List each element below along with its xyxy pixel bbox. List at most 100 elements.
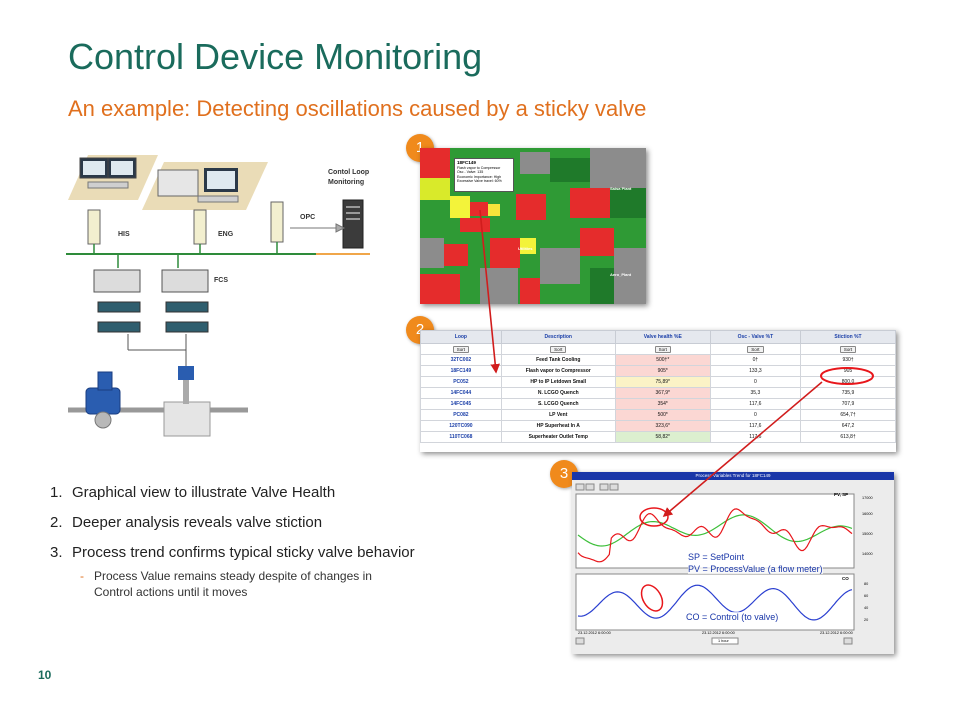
cell-loop[interactable]: 18FC149 (420, 365, 502, 377)
cell-desc: LP Vent (500, 409, 616, 421)
list-item: 2. Deeper analysis reveals valve stiction (50, 514, 520, 544)
cell-health: 75,89* (614, 376, 711, 388)
time-label: 23.12.2012 6:00:00 (820, 631, 853, 635)
co-axis-tick: 40 (864, 606, 869, 610)
pv-series-line (577, 508, 853, 563)
cell-stiction: 905 (800, 365, 896, 377)
pv-axis-tick: 15000 (862, 532, 873, 536)
reset-icon (609, 483, 619, 491)
sub-list-line: Process Value remains steady despite of … (94, 569, 372, 583)
valve-health-heatmap: 18FC149 Flash vapor to Compressor Osc - … (420, 148, 646, 304)
cell-osc: 0 (709, 376, 802, 388)
system-architecture-diagram: HIS ENG OPC FCS Contol Loop Monitoring (58, 140, 388, 440)
co-annotation: CO = Control (to valve) (686, 612, 779, 622)
column-header[interactable]: Valve health %E (614, 330, 711, 344)
list-item-text: Process trend confirms typical sticky va… (72, 544, 415, 561)
sort-button[interactable]: Sort (747, 345, 764, 353)
sort-button[interactable]: Sort (452, 345, 469, 353)
sort-button[interactable]: Sort (654, 345, 671, 353)
sort-button[interactable]: Sort (550, 345, 567, 353)
opc-label: OPC (300, 214, 316, 221)
list-item-number: 2. (50, 514, 63, 531)
cell-health: 500* (614, 409, 711, 421)
trend-header: Process Variables Trend for 18FC149 (572, 472, 894, 480)
list-item-number: 3. (50, 544, 63, 561)
cell-health: 58,82* (614, 431, 711, 443)
cell-stiction: 654,7† (800, 409, 896, 421)
cell-osc: 133,3 (709, 365, 802, 377)
process-trend-window: Process Variables Trend for 18FC149 PV, … (572, 472, 894, 654)
co-series-line (577, 584, 853, 621)
cell-stiction: 707,9 (800, 398, 896, 410)
pv-axis-tick: 17000 (862, 496, 873, 500)
cell-osc: 117,6 (709, 420, 802, 432)
column-header[interactable]: Stiction %T (800, 330, 896, 344)
cell-loop[interactable]: PC082 (420, 409, 502, 421)
cell-desc: S. LCGO Quench (500, 398, 616, 410)
cell-health: 367,9* (614, 387, 711, 399)
fcs-label: FCS (214, 277, 228, 284)
cell-health: 905* (614, 365, 711, 377)
pv-axis-tick: 14000 (862, 552, 873, 556)
page-number: 10 (38, 668, 52, 682)
interval-select[interactable]: 1 hour (718, 639, 729, 643)
co-axis-tick: 60 (864, 594, 869, 598)
cell-loop[interactable]: 120TC090 (420, 420, 502, 432)
pan-icon (599, 483, 609, 491)
column-header[interactable]: Description (500, 330, 616, 344)
tooltip-line: Osc - Valve: 135 (457, 170, 484, 175)
list-item-number: 1. (50, 484, 63, 501)
cell-stiction: 930† (800, 354, 896, 366)
area-label-aero: Aero_Plant (610, 272, 632, 277)
co-axis-tick: 80 (864, 582, 869, 586)
pv-sp-legend: PV, SP (834, 492, 849, 497)
tooltip-line: Flash vapor to Compressor (457, 165, 501, 170)
heatmap-svg (420, 148, 646, 304)
sort-button[interactable]: Sort (839, 345, 857, 353)
column-header[interactable]: Loop (420, 330, 502, 344)
cell-osc: 117,6 (709, 398, 802, 410)
zoom-icon (575, 483, 585, 491)
cell-loop[interactable]: 110TC068 (420, 431, 502, 443)
clm-label-line1: Contol Loop (328, 169, 370, 176)
list-item-text: Deeper analysis reveals valve stiction (72, 514, 323, 531)
cell-loop[interactable]: 14FC045 (420, 398, 502, 410)
cell-health: 354* (614, 398, 711, 410)
cell-loop[interactable]: PC052 (420, 376, 502, 388)
tooltip-line: Economic Importance: High (457, 174, 502, 179)
cell-loop[interactable]: 32TC002 (420, 354, 502, 366)
column-header[interactable]: Osc - Valve %T (709, 330, 802, 344)
cell-osc: 117,6 (709, 431, 802, 443)
cell-desc: Flash vapor to Compressor (500, 365, 616, 377)
cell-desc: Feed Tank Cooling (500, 354, 616, 366)
co-axis-tick: 20 (864, 618, 869, 622)
list-item: 1. Graphical view to illustrate Valve Hea… (50, 484, 520, 514)
tooltip-line: Excessive Valve travel: 60% (457, 179, 502, 184)
loop-table: Loop Description Valve health %E Osc - V… (420, 330, 896, 443)
stiction-table: Loop Description Valve health %E Osc - V… (420, 330, 896, 452)
architecture-svg (66, 155, 370, 437)
zoom-out-icon (585, 483, 595, 491)
cell-loop[interactable]: 14FC044 (420, 387, 502, 399)
pv-annotation: PV = ProcessValue (a flow meter) (688, 564, 823, 574)
time-label: 23.12.2012 6:00:00 (702, 631, 735, 635)
cell-osc: 0† (709, 354, 802, 366)
sp-annotation: SP = SetPoint (688, 552, 745, 562)
cell-desc: Superheater Outlet Temp (500, 431, 616, 443)
sort-row: Sort Sort Sort Sort Sort (420, 343, 896, 355)
his-label: HIS (118, 231, 130, 238)
pv-axis-tick: 16000 (862, 512, 873, 516)
list-item-text: Graphical view to illustrate Valve Healt… (72, 484, 336, 501)
cell-stiction: 647,2 (800, 420, 896, 432)
co-highlight-ellipse (640, 584, 664, 612)
sub-list-dash: - (80, 569, 84, 583)
cell-osc: 0 (709, 409, 802, 421)
